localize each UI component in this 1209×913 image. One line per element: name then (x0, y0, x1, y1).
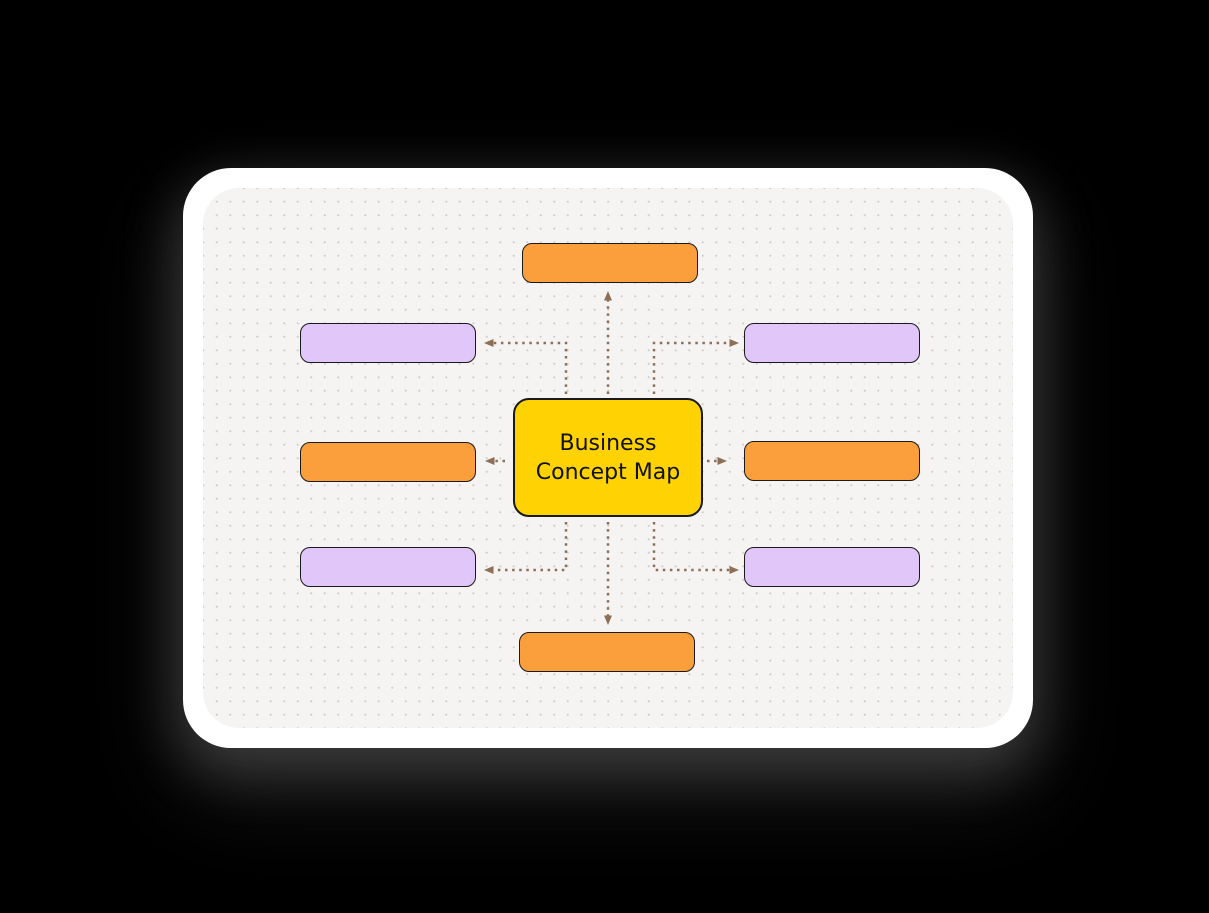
node-top-right[interactable] (744, 323, 920, 363)
node-center[interactable]: Business Concept Map (513, 398, 703, 517)
connector-center-to-bottom-left (484, 522, 568, 574)
node-middle-left[interactable] (300, 442, 476, 482)
node-bottom-right[interactable] (744, 547, 920, 587)
node-bottom-left[interactable] (300, 547, 476, 587)
center-node-label: Business Concept Map (535, 430, 681, 485)
node-top[interactable] (522, 243, 698, 283)
node-top-left[interactable] (300, 323, 476, 363)
node-bottom[interactable] (519, 632, 695, 672)
connector-center-to-top-right (652, 339, 739, 394)
node-middle-right[interactable] (744, 441, 920, 481)
connector-center-to-top-left (484, 339, 568, 394)
dot-grid-canvas[interactable]: Business Concept Map (203, 188, 1013, 728)
whiteboard-card: Business Concept Map (183, 168, 1033, 748)
connector-center-to-bottom-right (652, 522, 739, 574)
